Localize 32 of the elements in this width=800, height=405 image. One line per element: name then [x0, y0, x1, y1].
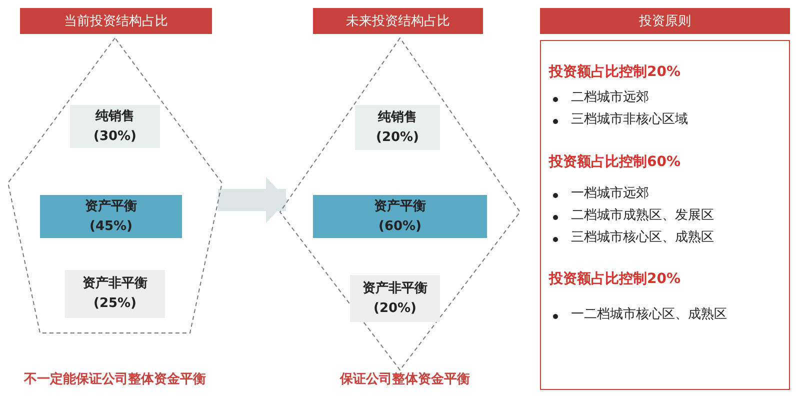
caption-text: 不一定能保证公司整体资金平衡 — [22, 370, 207, 388]
box-text: (60%) — [378, 218, 422, 236]
box-text: 资产非平衡 — [362, 280, 428, 298]
bullet-text: 三档城市非核心区域 — [571, 111, 688, 128]
category-box — [40, 195, 182, 238]
category-box — [355, 105, 440, 150]
block-arrow — [218, 177, 288, 223]
box-text: 纯销售 — [378, 108, 417, 126]
bullet-text: 一二档城市核心区、成熟区 — [571, 306, 727, 323]
category-box — [313, 195, 487, 238]
section-heading: 投资额占比控制60% — [549, 153, 681, 171]
box-text: 资产非平衡 — [82, 274, 148, 293]
bullet-text: 二档城市成熟区、发展区 — [571, 207, 714, 224]
box-text: (45%) — [90, 218, 132, 236]
box-text: 资产平衡 — [374, 198, 426, 216]
box-text: (25%) — [94, 295, 136, 313]
title-bar: 未来投资结构占比 — [313, 8, 483, 34]
section-heading: 投资额占比控制20% — [549, 270, 681, 288]
title-bar: 当前投资结构占比 — [20, 8, 212, 34]
category-box — [350, 275, 440, 322]
title-bar: 投资原则 — [540, 8, 790, 34]
box-text: (20%) — [376, 128, 419, 146]
bullet-text: 二档城市远郊 — [571, 89, 649, 106]
panel-frame — [540, 40, 790, 390]
caption-text: 保证公司整体资金平衡 — [338, 371, 471, 388]
bullet-text: 三档城市核心区、成熟区 — [571, 229, 714, 246]
box-text: 资产平衡 — [85, 198, 137, 216]
bullet-text: 一档城市远郊 — [571, 185, 649, 202]
box-text: 纯销售 — [96, 108, 134, 126]
box-text: (30%) — [94, 128, 136, 146]
box-text: (20%) — [374, 300, 416, 318]
section-heading: 投资额占比控制20% — [549, 63, 681, 81]
